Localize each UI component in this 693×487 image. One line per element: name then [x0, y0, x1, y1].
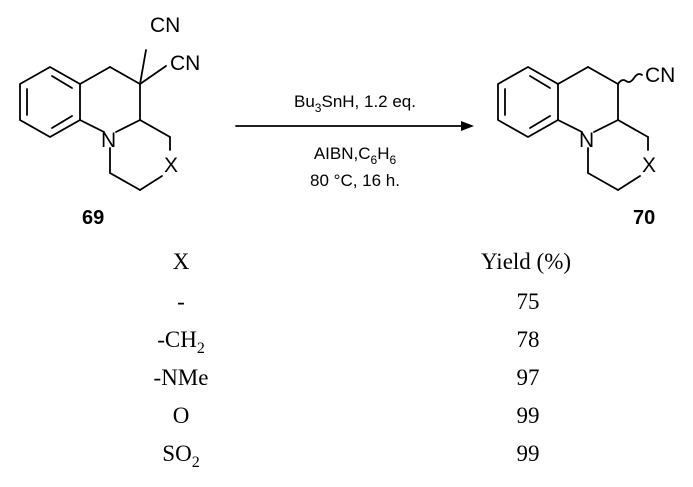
table-row-yield: 78 [517, 327, 540, 352]
product-nitrile-label: CN [645, 64, 675, 87]
table-row-substituent: -NMe [154, 365, 209, 390]
product-compound-number: 70 [633, 207, 655, 229]
table-row-yield: 75 [517, 289, 540, 314]
product-x-label: X [642, 154, 656, 177]
table-header-x: X [173, 249, 190, 274]
table-row-substituent: - [177, 289, 185, 314]
reactant-compound-number: 69 [82, 207, 104, 229]
reactant-nitrile-label-1: CN [150, 14, 180, 37]
table-header-yield: Yield (%) [481, 249, 571, 274]
table-row-yield: 99 [517, 441, 540, 466]
table-row-substituent: O [173, 403, 190, 428]
reactant-x-label: X [164, 154, 178, 177]
table-row-yield: 97 [517, 365, 540, 390]
product-nitrogen-label: N [579, 129, 594, 152]
reactant-nitrile-label-2: CN [170, 52, 200, 75]
reactant-benzene-ring [19, 65, 81, 139]
reactant-nitrogen-label: N [101, 129, 116, 152]
reactant-structure: CN CN N X [19, 14, 200, 191]
table-row-yield: 99 [517, 403, 540, 428]
table-row-substituent: -CH2 [157, 327, 205, 357]
product-benzene-ring [497, 65, 559, 139]
product-structure: CN N X [497, 64, 675, 191]
table-row-substituent: SO2 [162, 441, 199, 471]
reagent-line: Bu3SnH, 1.2 eq. [294, 92, 416, 115]
temperature-time-line: 80 °C, 16 h. [310, 171, 400, 190]
catalyst-solvent-line: AIBN,C6H6 [314, 144, 397, 167]
product-wavy-bond [617, 73, 643, 85]
reaction-arrow [235, 121, 474, 131]
